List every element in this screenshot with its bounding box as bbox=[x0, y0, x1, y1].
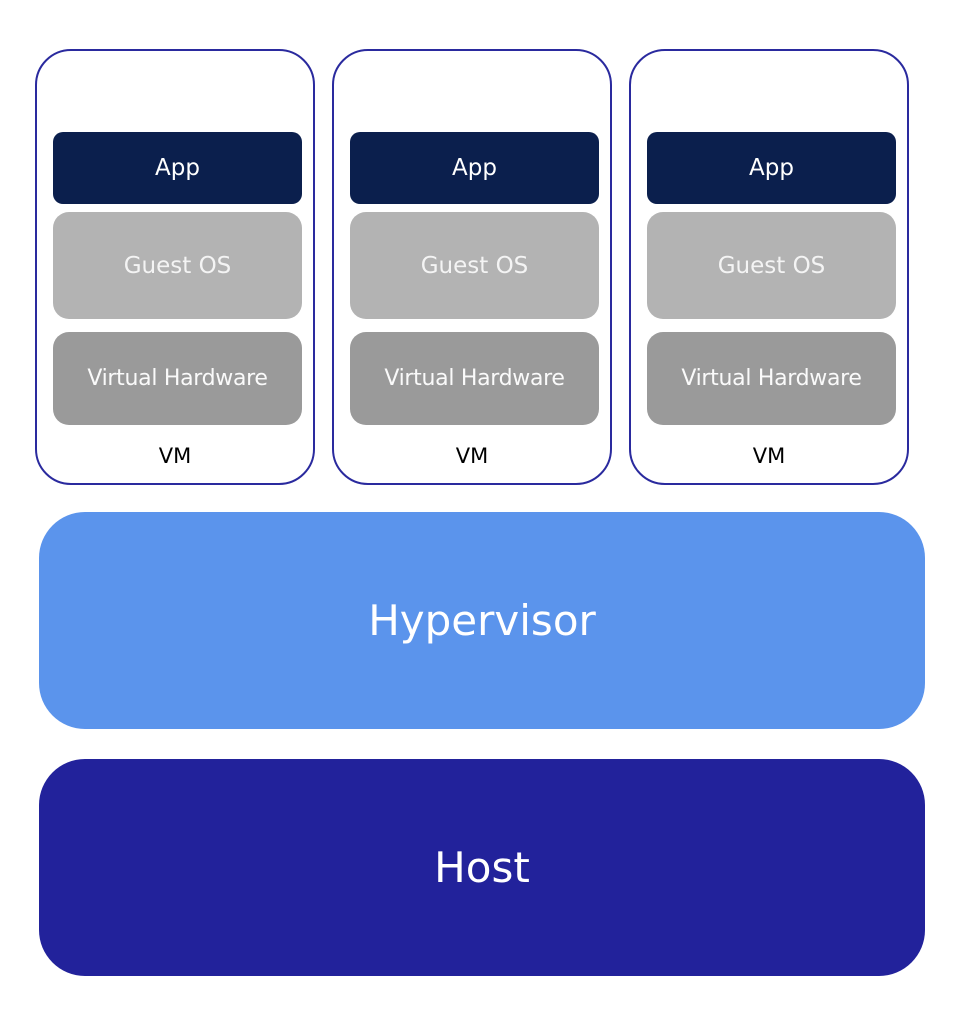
guest-os-layer: Guest OS bbox=[350, 212, 599, 319]
app-layer: App bbox=[647, 132, 896, 204]
hypervisor-layer: Hypervisor bbox=[39, 512, 925, 729]
app-layer: App bbox=[350, 132, 599, 204]
host-layer: Host bbox=[39, 759, 925, 976]
app-layer: App bbox=[53, 132, 302, 204]
hypervisor-label: Hypervisor bbox=[368, 596, 596, 645]
guest-os-layer: Guest OS bbox=[647, 212, 896, 319]
host-label: Host bbox=[434, 843, 530, 892]
virtual-hardware-layer: Virtual Hardware bbox=[53, 332, 302, 425]
vm-container-2: App Guest OS Virtual Hardware VM bbox=[332, 49, 612, 485]
vm-label: VM bbox=[752, 444, 786, 468]
vm-label: VM bbox=[158, 444, 192, 468]
virtual-hardware-layer: Virtual Hardware bbox=[647, 332, 896, 425]
virtual-hardware-layer: Virtual Hardware bbox=[350, 332, 599, 425]
guest-os-layer: Guest OS bbox=[53, 212, 302, 319]
vm-label: VM bbox=[455, 444, 489, 468]
vm-container-3: App Guest OS Virtual Hardware VM bbox=[629, 49, 909, 485]
vm-container-1: App Guest OS Virtual Hardware VM bbox=[35, 49, 315, 485]
